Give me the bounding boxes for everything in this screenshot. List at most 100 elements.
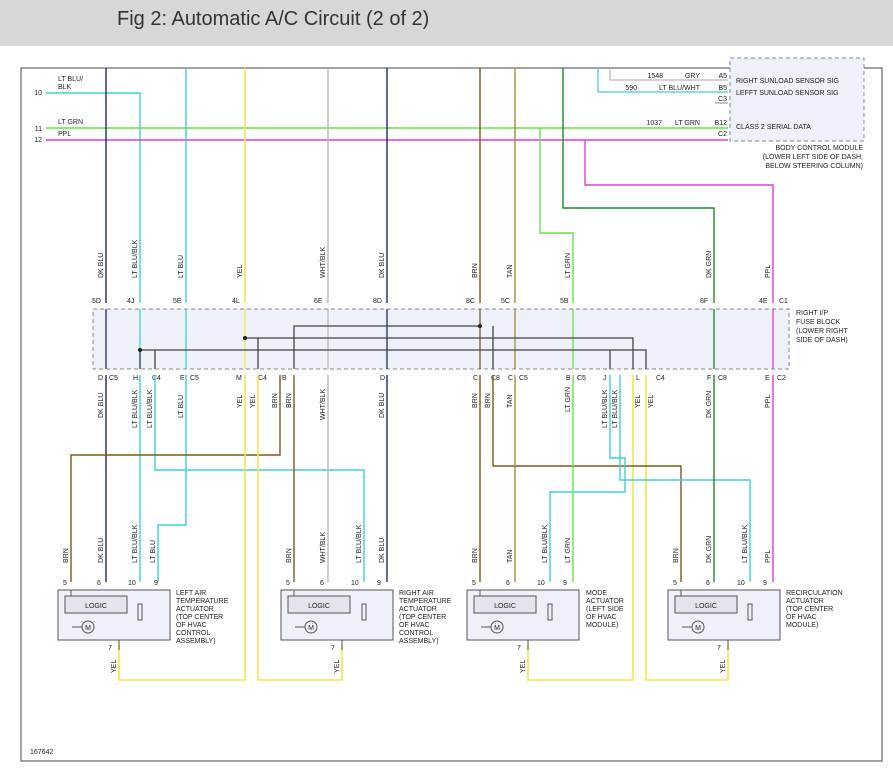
wire-mode-yel — [527, 375, 634, 681]
svg-text:6E: 6E — [314, 298, 323, 305]
svg-text:LT BLU/BLK: LT BLU/BLK — [132, 239, 139, 278]
wire-ppl-to-fuse — [584, 140, 774, 303]
svg-text:YEL: YEL — [635, 395, 642, 408]
svg-text:LT BLU/BLK: LT BLU/BLK — [542, 524, 549, 563]
svg-text:7: 7 — [108, 645, 112, 652]
svg-text:C5: C5 — [109, 375, 118, 382]
wire-mode-ltblublk — [549, 375, 626, 582]
svg-text:DK GRN: DK GRN — [706, 391, 713, 418]
svg-text:6: 6 — [506, 580, 510, 587]
svg-text:MODE: MODE — [586, 590, 607, 597]
wire-ltblu-blk-10 — [46, 92, 141, 303]
svg-text:C: C — [508, 375, 513, 382]
svg-text:RIGHT I/P: RIGHT I/P — [796, 310, 828, 317]
svg-text:RIGHT AIR: RIGHT AIR — [399, 590, 434, 597]
svg-text:8D: 8D — [373, 298, 382, 305]
wire-recirc-brn — [492, 375, 682, 582]
svg-text:TAN: TAN — [507, 395, 514, 408]
svg-text:8C: 8C — [466, 298, 475, 305]
svg-text:YEL: YEL — [520, 660, 527, 673]
svg-text:PPL: PPL — [765, 395, 772, 408]
svg-text:(TOP CENTER: (TOP CENTER — [399, 614, 446, 621]
svg-text:C1: C1 — [779, 298, 788, 305]
svg-text:C4: C4 — [258, 375, 267, 382]
bcm-b5-desc: LEFFT SUNLOAD SENSOR SIG — [736, 90, 839, 97]
svg-text:D: D — [98, 375, 103, 382]
svg-text:6: 6 — [706, 580, 710, 587]
bcm-b12-color: LT GRN — [675, 120, 700, 127]
svg-text:LT BLU/BLK: LT BLU/BLK — [742, 524, 749, 563]
svg-text:5: 5 — [673, 580, 677, 587]
svg-text:10: 10 — [128, 580, 136, 587]
svg-text:B: B — [566, 375, 571, 382]
svg-text:5B: 5B — [560, 298, 569, 305]
svg-text:5C: 5C — [501, 298, 510, 305]
svg-text:5: 5 — [63, 580, 67, 587]
svg-text:ACTUATOR: ACTUATOR — [399, 606, 437, 613]
top-wire-labels: DK BLU LT BLU/BLK LT BLU YEL WHT/BLK DK … — [98, 239, 772, 278]
svg-text:RECIRCULATION: RECIRCULATION — [786, 590, 843, 597]
svg-text:PPL: PPL — [765, 550, 772, 563]
svg-text:YEL: YEL — [250, 395, 257, 408]
fuse-bottom-pins: D C5 H C4 E C5 M C4 B D C C8 C C5 B C5 J… — [98, 375, 786, 382]
svg-text:TEMPERATURE: TEMPERATURE — [176, 598, 229, 605]
wire-gry-1548 — [609, 68, 728, 81]
svg-text:9: 9 — [154, 580, 158, 587]
svg-text:LT BLU/BLK: LT BLU/BLK — [132, 389, 139, 428]
svg-text:YEL: YEL — [648, 395, 655, 408]
figure-number: 167642 — [30, 749, 53, 756]
svg-text:7: 7 — [517, 645, 521, 652]
svg-text:ASSEMBLY): ASSEMBLY) — [176, 638, 216, 645]
svg-text:10: 10 — [537, 580, 545, 587]
svg-text:LEFT AIR: LEFT AIR — [176, 590, 206, 597]
svg-text:PPL: PPL — [765, 265, 772, 278]
svg-text:DK BLU: DK BLU — [98, 253, 105, 278]
fuse-block — [92, 308, 790, 370]
svg-text:BRN: BRN — [673, 548, 680, 563]
svg-text:M: M — [85, 625, 91, 632]
bcm-box — [729, 57, 865, 142]
svg-text:LOGIC: LOGIC — [308, 603, 330, 610]
svg-text:LT GRN: LT GRN — [565, 253, 572, 278]
svg-text:DK BLU: DK BLU — [98, 393, 105, 418]
svg-text:C2: C2 — [777, 375, 786, 382]
svg-text:FUSE BLOCK: FUSE BLOCK — [796, 319, 841, 326]
svg-text:TEMPERATURE: TEMPERATURE — [399, 598, 452, 605]
svg-text:LT GRN: LT GRN — [565, 387, 572, 412]
svg-text:YEL: YEL — [237, 265, 244, 278]
svg-text:M: M — [494, 625, 500, 632]
svg-text:8F: 8F — [700, 298, 708, 305]
svg-text:E: E — [765, 375, 770, 382]
svg-text:OF HVAC: OF HVAC — [399, 622, 430, 629]
svg-text:7: 7 — [331, 645, 335, 652]
svg-text:M: M — [695, 625, 701, 632]
title-bar: Fig 2: Automatic A/C Circuit (2 of 2) — [0, 0, 893, 46]
bcm-b5-pin: B5 — [718, 85, 727, 92]
fuse-block-label: RIGHT I/P FUSE BLOCK (LOWER RIGHT SIDE O… — [796, 310, 848, 344]
svg-text:ACTUATOR: ACTUATOR — [586, 598, 624, 605]
svg-text:YEL: YEL — [237, 395, 244, 408]
svg-text:WHT/BLK: WHT/BLK — [320, 532, 327, 563]
svg-text:M: M — [236, 375, 242, 382]
svg-text:MODULE): MODULE) — [586, 622, 618, 629]
svg-text:L: L — [636, 375, 640, 382]
svg-text:LT GRN: LT GRN — [565, 538, 572, 563]
svg-text:ASSEMBLY): ASSEMBLY) — [399, 638, 439, 645]
svg-text:WHT/BLK: WHT/BLK — [320, 389, 327, 420]
wire-left-ltblu — [157, 375, 187, 582]
svg-text:LT GRN: LT GRN — [58, 119, 83, 126]
svg-text:9: 9 — [763, 580, 767, 587]
mid-wire-labels: DK BLU LT BLU/BLK LT BLU/BLK LT BLU YEL … — [98, 387, 772, 428]
wire-ltblu-wht-590 — [597, 68, 728, 93]
svg-text:BRN: BRN — [472, 393, 479, 408]
actuator-left-air: BRN DK BLU LT BLU/BLK LT BLU 5 6 10 9 LO… — [57, 524, 229, 673]
svg-text:DK GRN: DK GRN — [706, 536, 713, 563]
svg-text:C5: C5 — [577, 375, 586, 382]
wire-ltgrn-to-fuse — [539, 128, 574, 303]
bcm-a5-color: GRY — [685, 73, 700, 80]
svg-text:BRN: BRN — [472, 263, 479, 278]
svg-text:OF HVAC: OF HVAC — [176, 622, 207, 629]
svg-text:9: 9 — [377, 580, 381, 587]
svg-text:YEL: YEL — [720, 660, 727, 673]
svg-text:DK BLU: DK BLU — [379, 393, 386, 418]
